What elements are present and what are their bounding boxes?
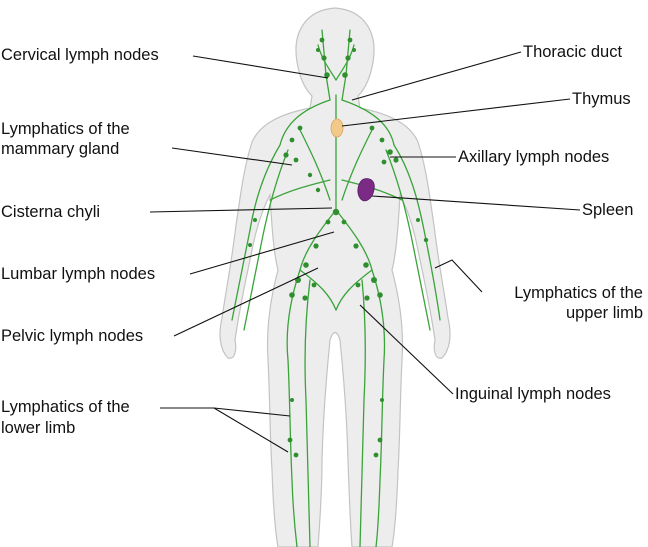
leader-lines: [149, 51, 581, 453]
label-cervical-lymph-nodes: Cervical lymph nodes: [1, 46, 159, 64]
label-upper-limb-line2: upper limb: [565, 304, 643, 322]
label-lower-limb-line1: Lymphatics of the: [1, 398, 130, 416]
label-mammary-line1: Lymphatics of the: [1, 120, 130, 138]
lymph-nodes: [248, 37, 429, 458]
lymph-vessels: [231, 29, 441, 547]
label-thymus: Thymus: [572, 90, 631, 108]
body-silhouette: [219, 7, 451, 547]
label-lower-limb-line2: lower limb: [1, 419, 76, 437]
label-spleen: Spleen: [582, 201, 634, 219]
label-cisterna-chyli: Cisterna chyli: [1, 203, 101, 221]
label-upper-limb-line1: Lymphatics of the: [514, 284, 643, 302]
label-lumbar-lymph-nodes: Lumbar lymph nodes: [1, 265, 156, 283]
label-inguinal-lymph-nodes: Inguinal lymph nodes: [455, 385, 611, 403]
label-thoracic-duct: Thoracic duct: [523, 43, 623, 61]
label-pelvic-lymph-nodes: Pelvic lymph nodes: [1, 327, 144, 345]
thymus-organ: [330, 118, 344, 138]
label-mammary-line2: mammary gland: [1, 140, 120, 158]
label-axillary-lymph-nodes: Axillary lymph nodes: [458, 148, 610, 166]
spleen-organ: [357, 178, 375, 202]
